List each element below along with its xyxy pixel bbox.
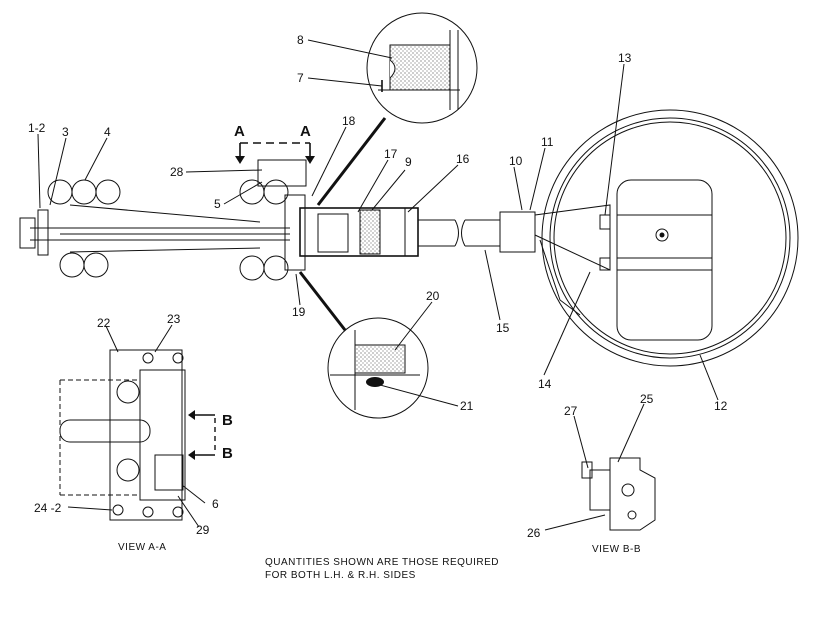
callout-4: 4 bbox=[104, 125, 111, 139]
section-b-lower: B bbox=[222, 445, 233, 462]
section-a-marks bbox=[235, 142, 315, 164]
callout-11: 11 bbox=[541, 135, 554, 149]
callout-15: 15 bbox=[496, 321, 510, 335]
view-a-a-title: VIEW A-A bbox=[118, 542, 166, 553]
callout-8: 8 bbox=[297, 33, 304, 47]
view-a-a bbox=[59, 349, 216, 521]
callout-19: 19 bbox=[292, 305, 306, 319]
callout-26: 26 bbox=[527, 526, 541, 540]
callout-13: 13 bbox=[618, 51, 632, 65]
view-b-b-title: VIEW B-B bbox=[592, 544, 641, 555]
section-b-upper: B bbox=[222, 412, 233, 429]
callout-25: 25 bbox=[640, 392, 654, 406]
callout-24-2: 24 -2 bbox=[34, 501, 62, 515]
callout-labels: 1-2 3 4 5 6 7 8 9 10 11 12 13 14 15 16 1… bbox=[28, 33, 728, 540]
callout-12: 12 bbox=[714, 399, 728, 413]
note-line-1: QUANTITIES SHOWN ARE THOSE REQUIRED bbox=[265, 557, 499, 568]
callout-23: 23 bbox=[167, 312, 181, 326]
callout-10: 10 bbox=[509, 154, 523, 168]
recoil-assembly bbox=[19, 194, 536, 271]
section-letters: A A B B bbox=[222, 123, 311, 462]
callout-29: 29 bbox=[196, 523, 210, 537]
view-b-b bbox=[581, 457, 656, 531]
bracket bbox=[257, 159, 307, 187]
callout-16: 16 bbox=[456, 152, 470, 166]
callout-21: 21 bbox=[460, 399, 474, 413]
callout-1-2: 1-2 bbox=[28, 121, 46, 135]
callout-18: 18 bbox=[342, 114, 356, 128]
callout-22: 22 bbox=[97, 316, 111, 330]
callout-3: 3 bbox=[62, 125, 69, 139]
springs bbox=[47, 179, 289, 281]
callout-17: 17 bbox=[384, 147, 398, 161]
callout-6: 6 bbox=[212, 497, 219, 511]
callout-7: 7 bbox=[297, 71, 304, 85]
leader-lines bbox=[37, 39, 719, 531]
section-a-left: A bbox=[234, 123, 245, 140]
note-line-2: FOR BOTH L.H. & R.H. SIDES bbox=[265, 570, 416, 581]
callout-27: 27 bbox=[564, 404, 578, 418]
idler-wheel bbox=[534, 109, 799, 367]
section-a-right: A bbox=[300, 123, 311, 140]
callout-28: 28 bbox=[170, 165, 184, 179]
detail-bottom bbox=[298, 271, 429, 419]
callout-5: 5 bbox=[214, 197, 221, 211]
callout-14: 14 bbox=[538, 377, 552, 391]
detail-top bbox=[316, 12, 478, 206]
callout-20: 20 bbox=[426, 289, 440, 303]
callout-9: 9 bbox=[405, 155, 412, 169]
